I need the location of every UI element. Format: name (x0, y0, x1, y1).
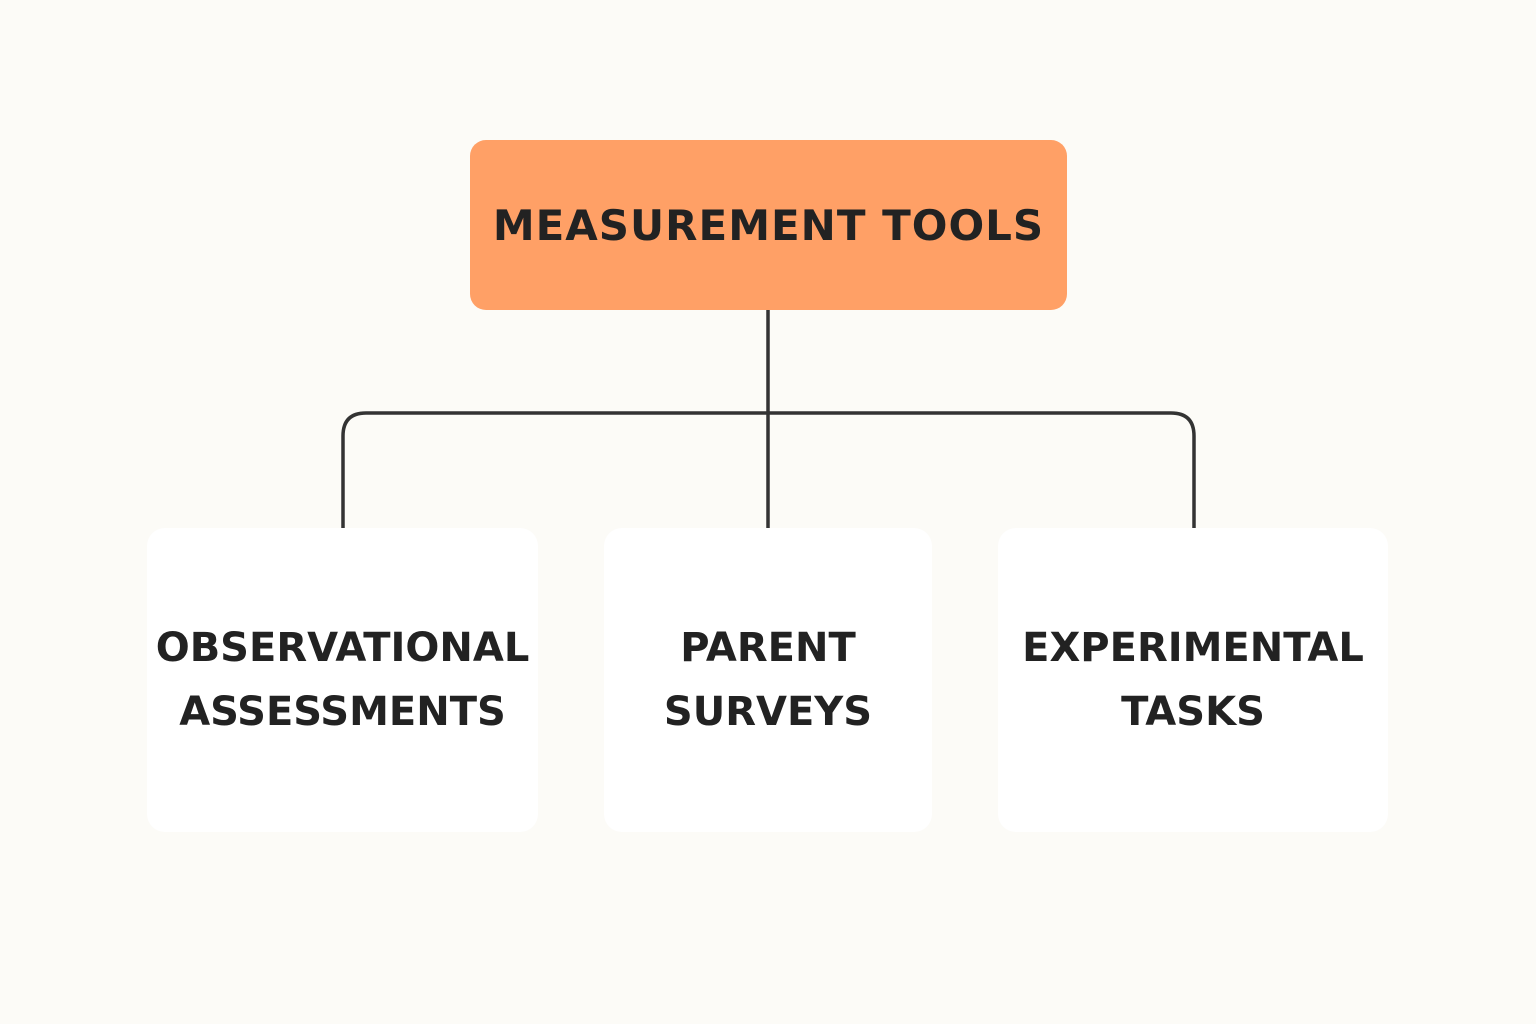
branch-connector-left (341, 411, 768, 528)
child-node-label: EXPERIMENTAL TASKS (1022, 616, 1364, 744)
child-node-experimental-tasks: EXPERIMENTAL TASKS (998, 528, 1388, 832)
child-node-parent-surveys: PARENT SURVEYS (604, 528, 932, 832)
branch-connector-right (768, 411, 1196, 528)
child-label-line-1: OBSERVATIONAL (155, 625, 530, 671)
child-node-label: OBSERVATIONAL ASSESSMENTS (156, 616, 530, 744)
child-node-label: PARENT SURVEYS (664, 616, 872, 744)
child-label-line-2: ASSESSMENTS (179, 689, 506, 735)
child-label-line-2: TASKS (1121, 689, 1265, 735)
child-label-line-2: SURVEYS (663, 689, 873, 735)
child-node-observational-assessments: OBSERVATIONAL ASSESSMENTS (147, 528, 538, 832)
root-node-measurement-tools: MEASUREMENT TOOLS (470, 140, 1067, 310)
child-label-line-1: EXPERIMENTAL (1022, 625, 1364, 671)
child-label-line-1: PARENT (680, 625, 856, 671)
root-node-label: MEASUREMENT TOOLS (492, 200, 1045, 250)
